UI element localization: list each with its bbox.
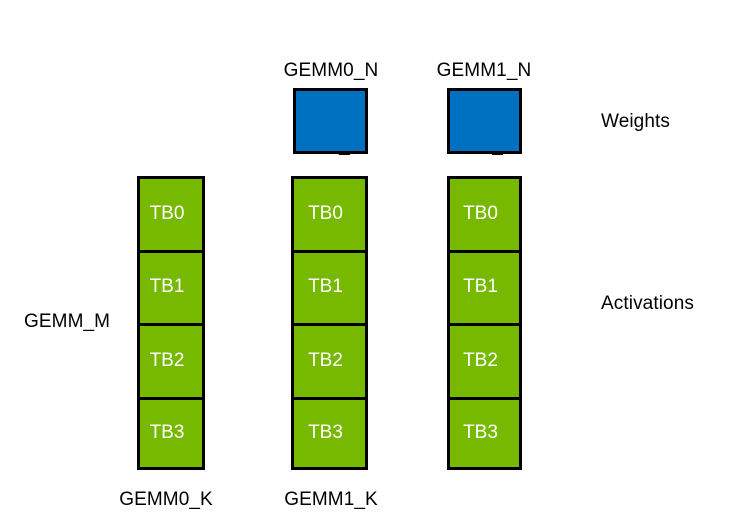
activation-cell: TB0 [137,176,205,250]
activation-cell-label: TB1 [308,276,343,298]
gemm-m-column: TB0 TB1 TB2 TB3 [137,176,205,470]
activation-cell-label: TB0 [308,202,343,224]
activation-cell: TB1 [137,249,205,323]
activations-row-label: Activations [601,293,694,314]
activation-cell: TB2 [291,323,368,397]
activation-cell: TB3 [291,396,368,470]
activation-cell: TB3 [447,396,522,470]
activation-cell: TB1 [447,249,522,323]
activation-cell-label: TB2 [463,349,498,371]
gemm1-weight-tile [447,88,522,154]
activation-cell: TB0 [447,176,522,250]
gemm0-n-header-line1: GEMM0_N [283,60,379,81]
activation-cell-label: TB3 [308,421,343,443]
gemm1-k-label: GEMM1_K [284,489,378,510]
activation-cell: TB1 [291,249,368,323]
activation-cell-label: TB2 [308,349,343,371]
gemm0-activation-column: TB0 TB1 TB2 TB3 [291,176,368,470]
activation-cell: TB2 [447,323,522,397]
activation-cell-label: TB1 [463,276,498,298]
activation-cell-label: TB3 [149,421,185,443]
gemm0-weight-tile [293,88,368,154]
gemm1-n-header-line1: GEMM1_N [436,60,532,81]
activation-cell-label: TB1 [149,276,185,298]
gemm0-k-label: GEMM0_K [119,489,213,510]
activation-cell: TB0 [291,176,368,250]
activation-cell-label: TB0 [149,202,185,224]
gemm1-activation-column: TB0 TB1 TB2 TB3 [447,176,522,470]
gemm-m-label: GEMM_M [24,311,111,332]
activation-cell: TB3 [137,396,205,470]
activation-cell-label: TB2 [149,349,185,371]
weights-row-label: Weights [601,111,670,132]
activation-cell-label: TB3 [463,421,498,443]
activation-cell: TB2 [137,323,205,397]
activation-cell-label: TB0 [463,202,498,224]
